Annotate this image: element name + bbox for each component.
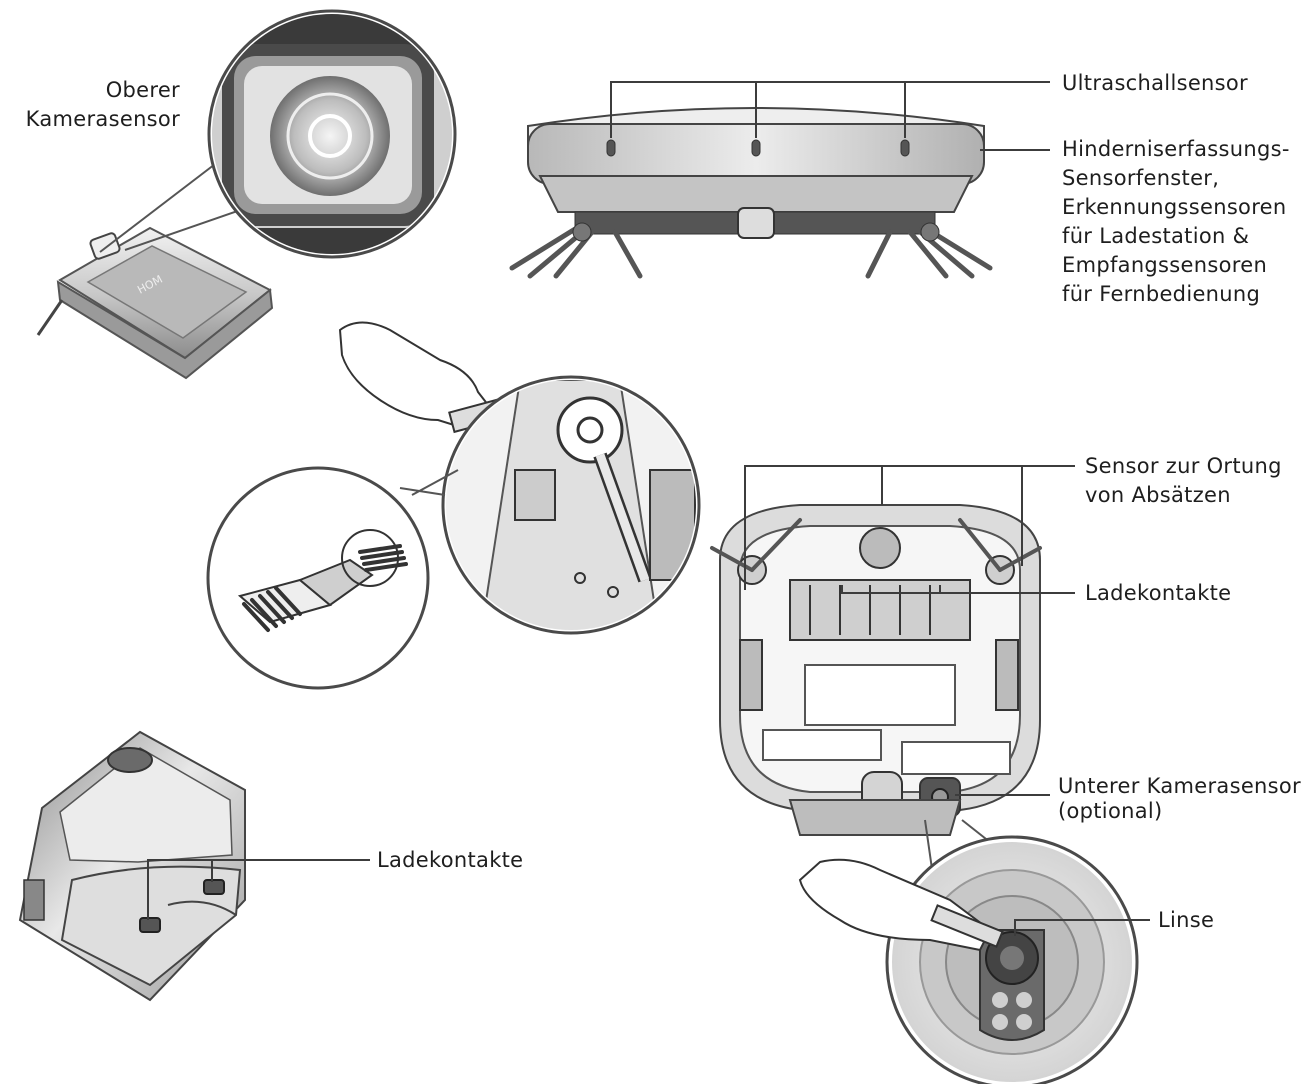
- robot-front-view: [509, 107, 993, 279]
- robot-top-view: HOM: [36, 226, 274, 380]
- top-camera-magnifier: [99, 9, 457, 259]
- label-bottom-camera: Unterer Kamerasensor (optional): [1058, 774, 1301, 824]
- label-lens: Linse: [1158, 908, 1215, 932]
- label-line: von Absätzen: [1085, 483, 1231, 507]
- label-line: Hinderniserfassungs-: [1062, 137, 1290, 161]
- label-line: Sensor zur Ortung: [1085, 454, 1282, 478]
- lens-magnifier: [798, 819, 1139, 1084]
- leader-lines: [147, 81, 1150, 936]
- robot-bottom-view: [710, 504, 1042, 836]
- label-line: Empfangssensoren: [1062, 253, 1268, 277]
- label-line: Erkennungssensoren: [1062, 195, 1287, 219]
- label-line: Oberer: [105, 78, 180, 102]
- label-line: Sensorfenster,: [1062, 166, 1220, 190]
- label-charging-contacts-robot: Ladekontakte: [1085, 581, 1232, 605]
- label-line: Unterer Kamerasensor: [1058, 774, 1301, 798]
- label-charging-contacts-station: Ladekontakte: [377, 848, 524, 872]
- label-ultrasonic: Ultraschallsensor: [1062, 71, 1248, 95]
- label-top-camera: Oberer Kamerasensor: [8, 76, 180, 134]
- label-line: Kamerasensor: [25, 107, 180, 131]
- label-line: für Ladestation &: [1062, 224, 1250, 248]
- hand-brush-illustration: [206, 321, 701, 690]
- charging-station: [18, 730, 246, 1002]
- label-line: (optional): [1058, 799, 1163, 823]
- label-obstacle-sensor: Hinderniserfassungs- Sensorfenster, Erke…: [1062, 135, 1290, 309]
- label-line: für Fernbedienung: [1062, 282, 1261, 306]
- label-cliff-sensor: Sensor zur Ortung von Absätzen: [1085, 452, 1282, 510]
